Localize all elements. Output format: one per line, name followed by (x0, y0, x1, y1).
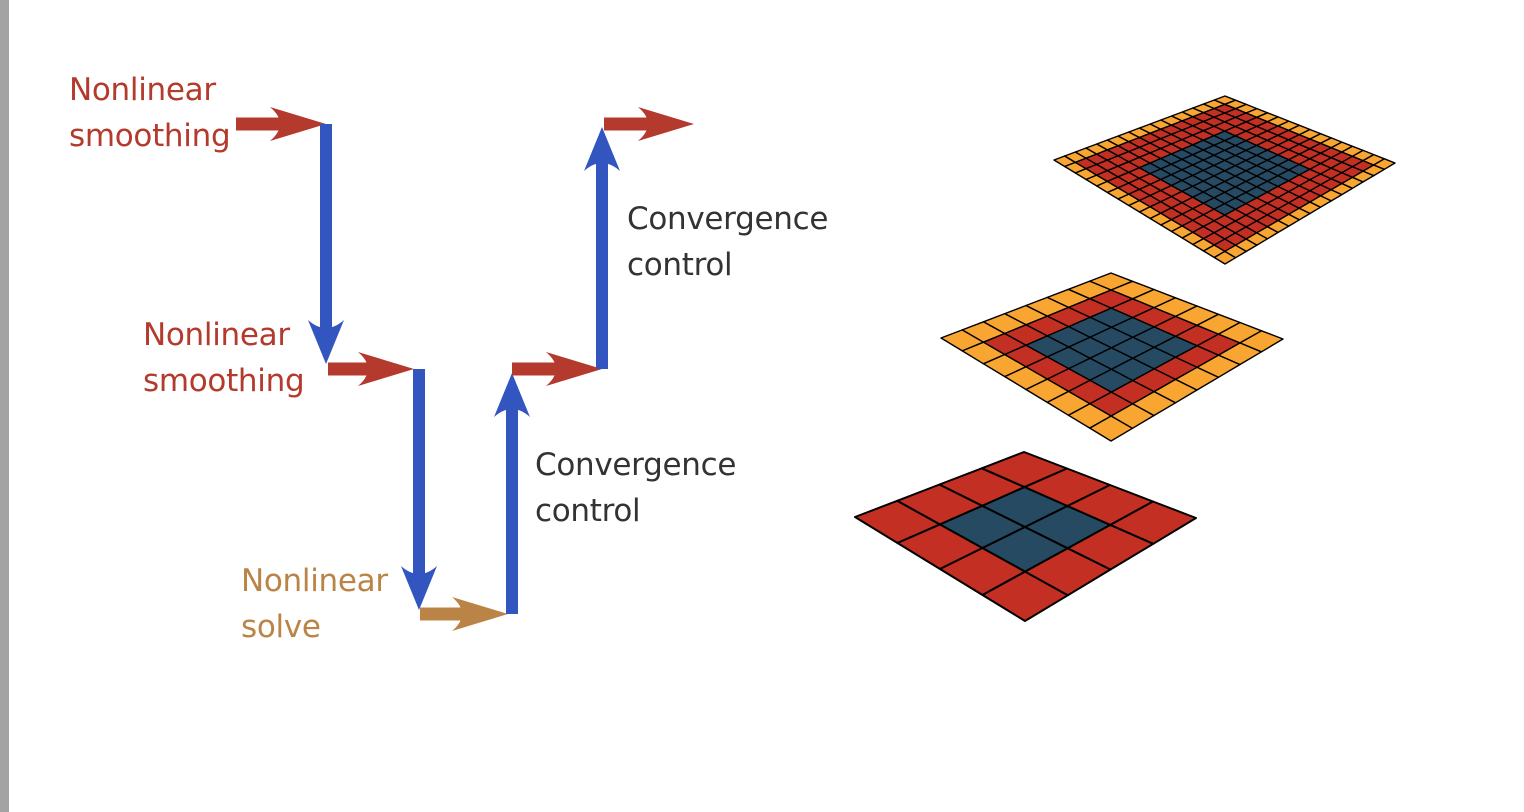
label-line: solve (241, 609, 321, 645)
coarse-grid (854, 451, 1197, 622)
arrow-smoothing-up-head (546, 352, 602, 386)
window-edge (0, 0, 9, 812)
label-line: Nonlinear (241, 563, 388, 599)
grid-cell (1372, 158, 1396, 171)
label-solve: Nonlinear solve (241, 558, 388, 650)
grid-hierarchy (854, 95, 1396, 622)
label-line: Nonlinear (143, 317, 290, 353)
label-line: smoothing (143, 363, 305, 399)
label-smoothing-mid: Nonlinear smoothing (143, 312, 305, 404)
arrow-restrict-2-head (401, 566, 437, 610)
label-line: Nonlinear (69, 72, 216, 108)
arrow-restrict-1-head (308, 320, 344, 364)
arrow-smoothing-top-head (270, 107, 326, 141)
fine-grid (1053, 95, 1396, 265)
arrow-prolong-1-head (494, 373, 530, 417)
grid-cell (1239, 330, 1284, 353)
label-line: control (535, 493, 641, 529)
label-line: control (627, 247, 733, 283)
arrow-prolong-2-head (584, 127, 620, 171)
grid-cell (1109, 500, 1197, 545)
medium-grid (940, 272, 1284, 442)
arrow-solve-head (452, 597, 508, 631)
arrow-smoothing-out-head (638, 107, 694, 141)
label-convergence-lower: Convergence control (535, 442, 736, 534)
label-line: Convergence (627, 201, 829, 237)
v-cycle-arrows (236, 107, 694, 631)
label-smoothing-top: Nonlinear smoothing (69, 67, 231, 159)
label-convergence-upper: Convergence control (627, 196, 828, 288)
label-line: smoothing (69, 118, 231, 154)
label-line: Convergence (535, 447, 737, 483)
arrow-smoothing-mid-head (358, 352, 414, 386)
